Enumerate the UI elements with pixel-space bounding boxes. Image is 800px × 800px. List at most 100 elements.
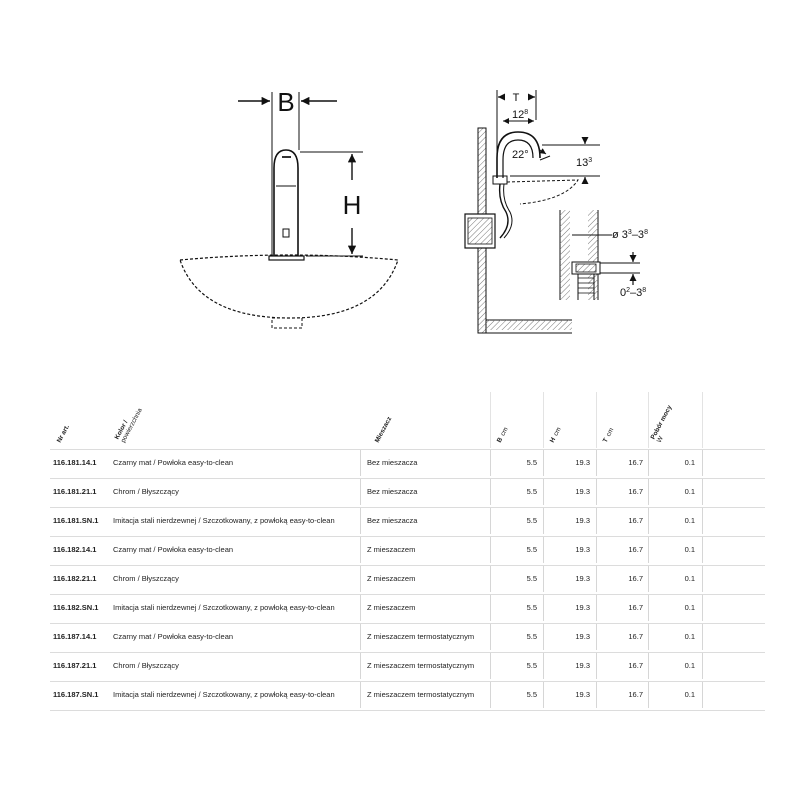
depth-cell: 16.7 — [628, 516, 643, 525]
column-divider — [543, 479, 544, 505]
column-divider — [702, 537, 703, 563]
color-cell: Imitacja stali nierdzewnej / Szczotkowan… — [113, 516, 335, 525]
column-divider — [490, 682, 491, 708]
column-divider — [360, 508, 361, 534]
color-cell: Czarny mat / Powłoka easy-to-clean — [113, 545, 234, 554]
width-cell: 5.5 — [526, 458, 537, 467]
column-divider — [648, 682, 649, 708]
height-cell: 19.3 — [575, 487, 590, 496]
depth-cell: 16.7 — [628, 603, 643, 612]
mixer-cell: Z mieszaczem termostatycznym — [367, 690, 475, 699]
column-divider — [543, 508, 544, 534]
column-divider — [360, 653, 361, 679]
dim-h-label: H — [343, 190, 362, 220]
column-divider — [596, 682, 597, 708]
column-divider — [596, 537, 597, 563]
width-cell: 5.5 — [526, 516, 537, 525]
row-separator — [50, 478, 765, 479]
color-cell: Czarny mat / Powłoka easy-to-clean — [113, 632, 234, 641]
column-divider — [648, 595, 649, 621]
header-color: Kolor /powierzchnia — [113, 407, 144, 444]
mixer-cell: Z mieszaczem — [367, 574, 416, 583]
dim-12-label: 128 — [512, 109, 528, 121]
column-divider — [702, 682, 703, 708]
column-divider — [702, 479, 703, 505]
table-header: Nr art. Kolor /powierzchnia Mieszacz Bcm… — [50, 380, 765, 448]
color-cell: Chrom / Błyszczący — [113, 487, 179, 496]
header-mixer: Mieszacz — [373, 415, 394, 444]
depth-cell: 16.7 — [628, 632, 643, 641]
dim-b-label: B — [277, 87, 294, 117]
width-cell: 5.5 — [526, 574, 537, 583]
width-cell: 5.5 — [526, 603, 537, 612]
column-divider — [490, 537, 491, 563]
color-cell: Czarny mat / Powłoka easy-to-clean — [113, 458, 234, 467]
power-cell: 0.1 — [684, 632, 695, 641]
power-cell: 0.1 — [684, 690, 695, 699]
width-cell: 5.5 — [526, 487, 537, 496]
column-divider — [543, 595, 544, 621]
column-divider — [543, 653, 544, 679]
column-divider — [360, 595, 361, 621]
column-divider — [543, 624, 544, 650]
row-separator — [50, 652, 765, 653]
dim-diameter-label: ø 33–38 — [612, 229, 648, 241]
column-divider — [596, 624, 597, 650]
column-divider — [490, 624, 491, 650]
row-separator — [50, 449, 765, 450]
column-divider — [490, 508, 491, 534]
header-art: Nr art. — [55, 423, 71, 444]
depth-cell: 16.7 — [628, 458, 643, 467]
column-divider — [596, 653, 597, 679]
color-cell: Imitacja stali nierdzewnej / Szczotkowan… — [113, 603, 335, 612]
row-separator — [50, 536, 765, 537]
column-divider — [648, 479, 649, 505]
column-divider — [596, 595, 597, 621]
mixer-cell: Bez mieszacza — [367, 516, 418, 525]
header-b: Bcm — [495, 426, 510, 444]
column-divider — [648, 450, 649, 476]
article-number-cell: 116.182.21.1 — [53, 574, 97, 583]
article-number-cell: 116.187.14.1 — [53, 632, 97, 641]
dim-thickness-label: 02–38 — [620, 287, 646, 299]
column-divider — [596, 566, 597, 592]
column-divider — [490, 595, 491, 621]
row-separator — [50, 507, 765, 508]
column-divider — [702, 653, 703, 679]
width-cell: 5.5 — [526, 545, 537, 554]
height-cell: 19.3 — [575, 603, 590, 612]
power-cell: 0.1 — [684, 545, 695, 554]
row-separator — [50, 594, 765, 595]
column-divider — [648, 508, 649, 534]
power-cell: 0.1 — [684, 574, 695, 583]
power-cell: 0.1 — [684, 487, 695, 496]
mixer-cell: Bez mieszacza — [367, 487, 418, 496]
column-divider — [360, 682, 361, 708]
width-cell: 5.5 — [526, 661, 537, 670]
height-cell: 19.3 — [575, 661, 590, 670]
power-cell: 0.1 — [684, 516, 695, 525]
depth-cell: 16.7 — [628, 574, 643, 583]
height-cell: 19.3 — [575, 458, 590, 467]
column-divider — [702, 508, 703, 534]
mixer-cell: Z mieszaczem termostatycznym — [367, 661, 475, 670]
column-divider — [648, 624, 649, 650]
column-divider — [702, 595, 703, 621]
column-divider — [702, 450, 703, 476]
article-number-cell: 116.187.SN.1 — [53, 690, 99, 699]
mixer-cell: Z mieszaczem termostatycznym — [367, 632, 475, 641]
height-cell: 19.3 — [575, 574, 590, 583]
mixer-cell: Z mieszaczem — [367, 545, 416, 554]
column-divider — [360, 624, 361, 650]
row-separator — [50, 565, 765, 566]
column-divider — [648, 566, 649, 592]
width-cell: 5.5 — [526, 632, 537, 641]
column-divider — [360, 479, 361, 505]
column-divider — [543, 537, 544, 563]
